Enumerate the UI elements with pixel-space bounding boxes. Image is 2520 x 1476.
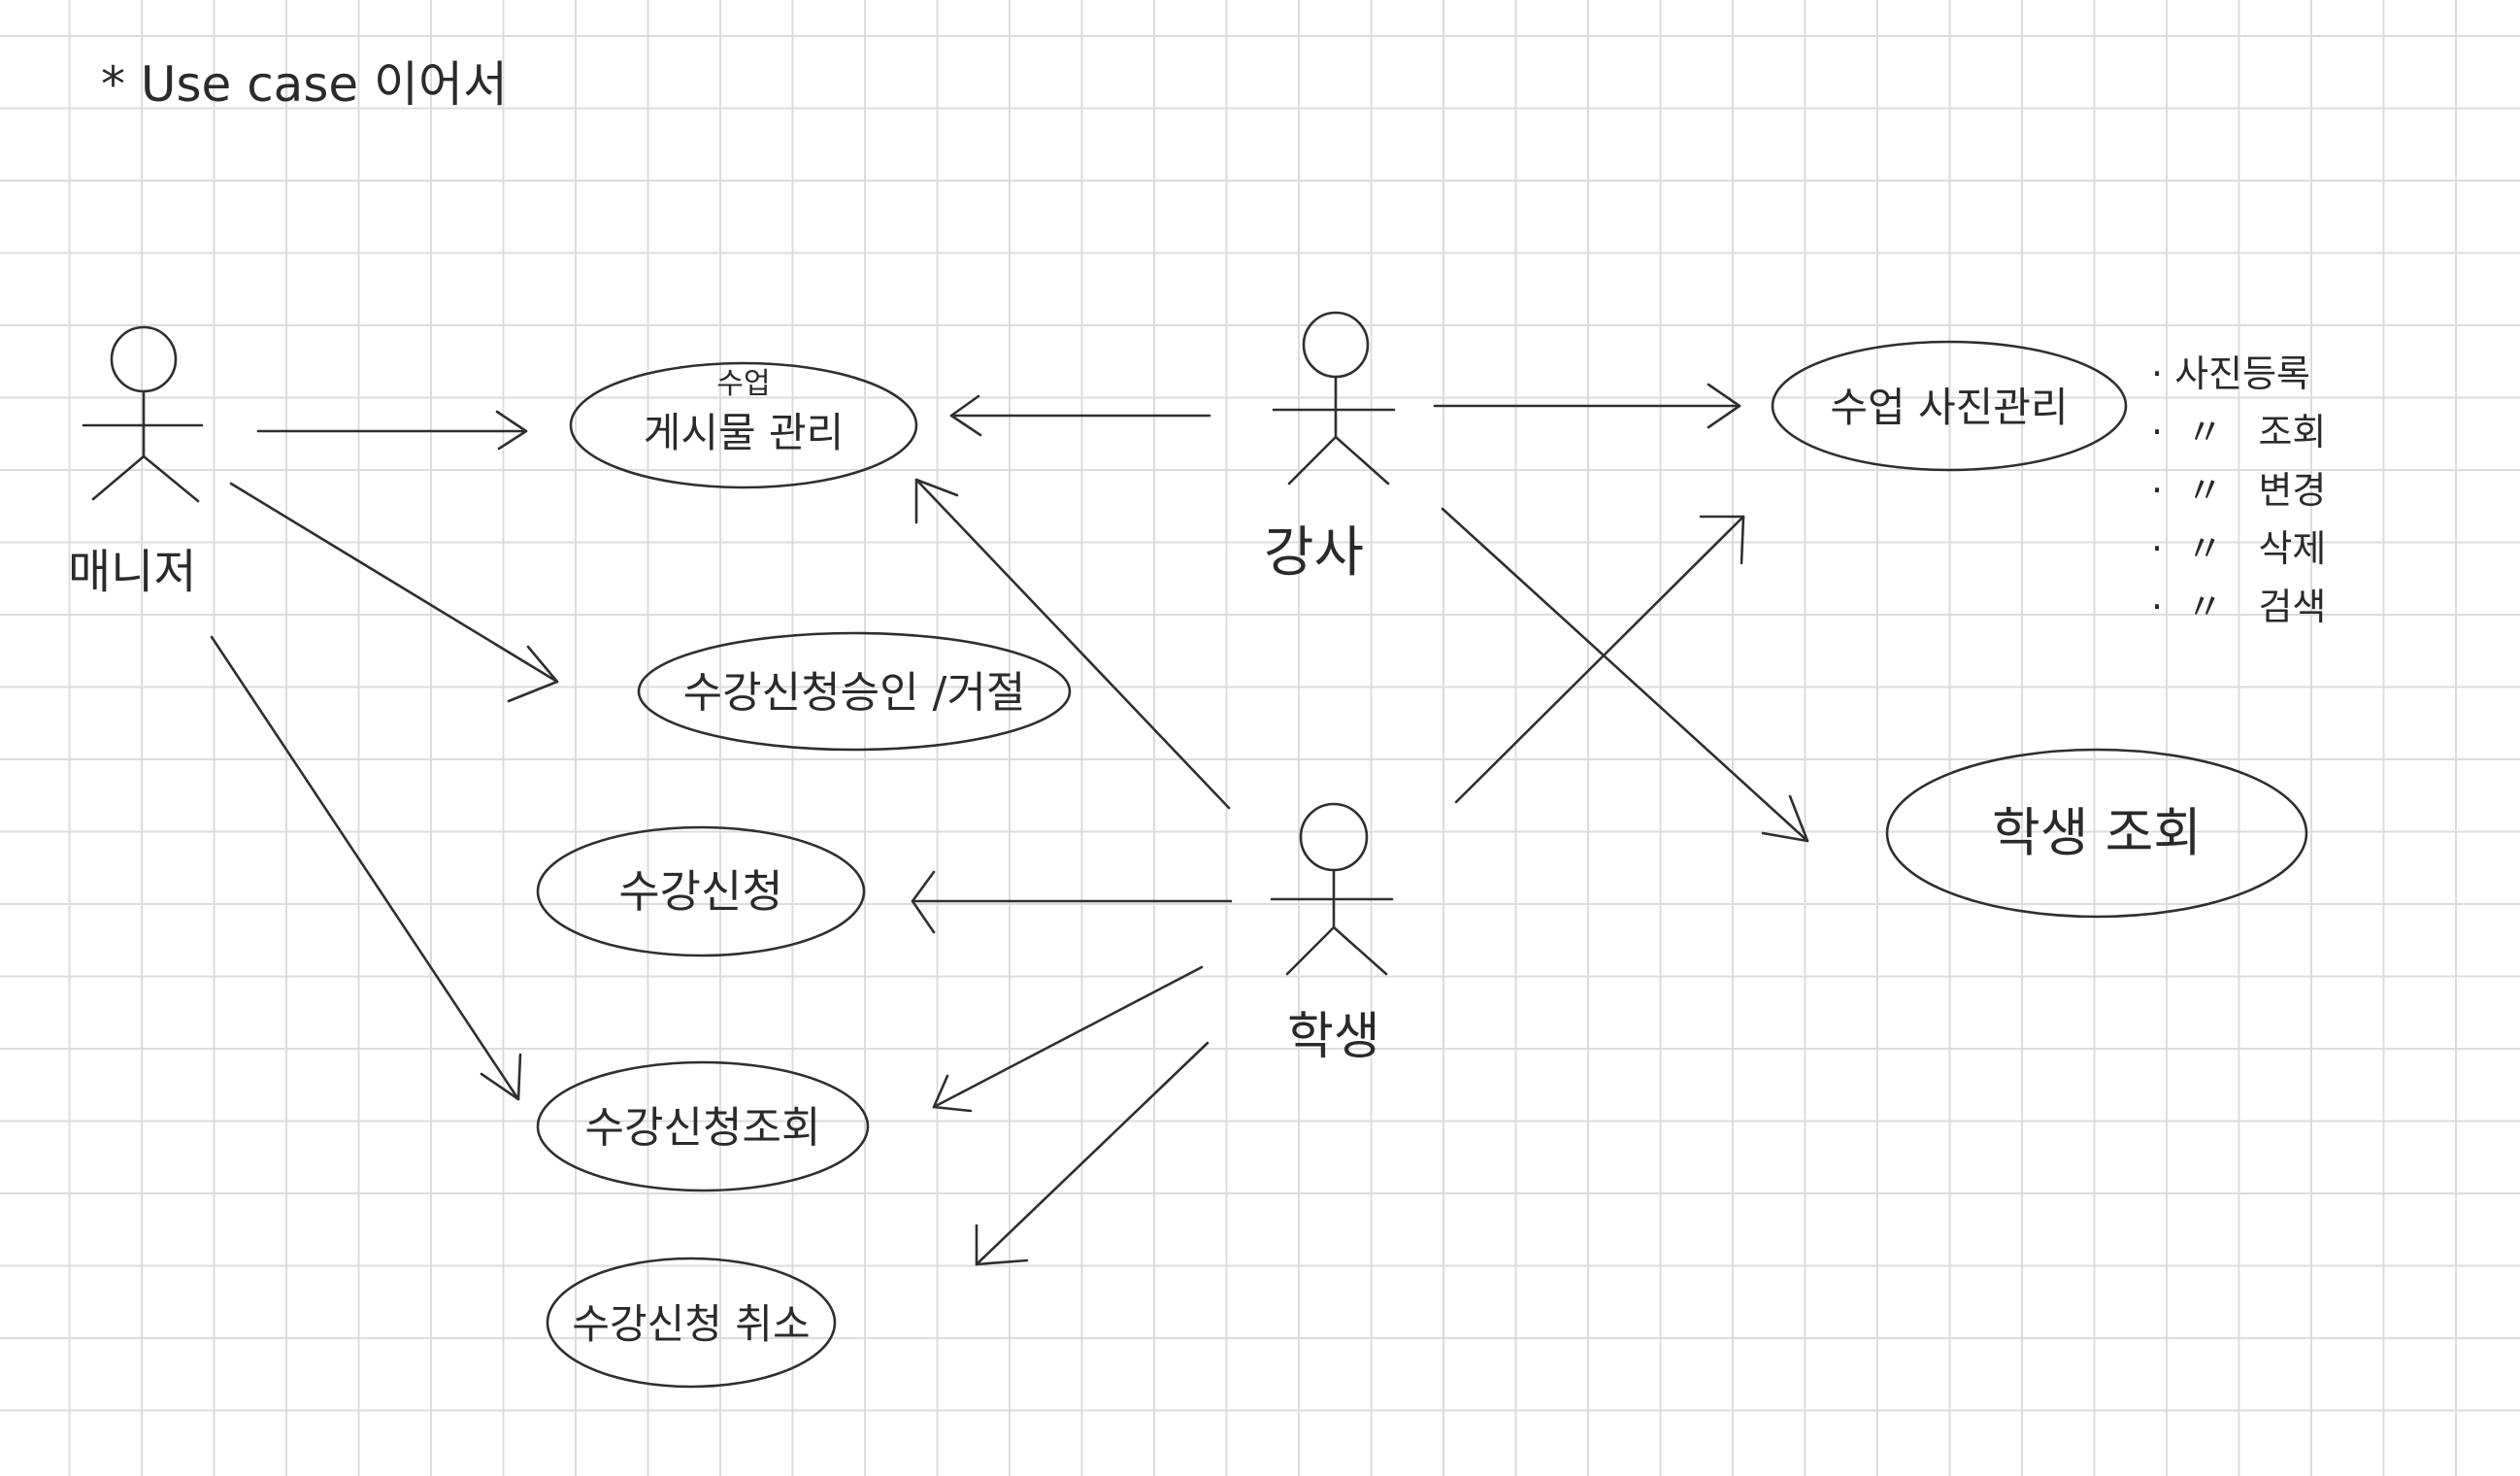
arrow-manager-to-approve-reject bbox=[229, 482, 559, 703]
stick-figure-icon bbox=[1270, 802, 1394, 976]
photo-feature-search: · 〃 검색 bbox=[2151, 586, 2326, 628]
use-case-approve-reject-label: 수강신청승인 /거절 bbox=[683, 668, 1026, 718]
use-case-enroll-cancel-label: 수강신청 취소 bbox=[572, 1300, 810, 1348]
use-case-enroll-label: 수강신청 bbox=[618, 865, 782, 918]
use-case-enroll-view-label: 수강신청조회 bbox=[585, 1103, 821, 1153]
arrow-student-to-enroll-view bbox=[932, 965, 1204, 1113]
photo-feature-edit: · 〃 변경 bbox=[2151, 469, 2326, 512]
actor-instructor-label: 강사 bbox=[1264, 521, 1364, 585]
page-title: * Use case 이어서 bbox=[101, 56, 508, 113]
actor-student-label: 학생 bbox=[1287, 1008, 1380, 1066]
arrow-student-to-enroll-cancel bbox=[975, 1041, 1210, 1266]
arrow-instructor-to-class-photo bbox=[1433, 383, 1741, 429]
photo-feature-list: · 사진등록 · 〃 조회 · 〃 변경 · 〃 삭제 · 〃 검색 bbox=[2151, 352, 2326, 628]
arrow-student-to-post-management bbox=[914, 478, 1231, 810]
use-case-class-photo-label: 수업 사진관리 bbox=[1830, 384, 2068, 431]
photo-feature-delete: · 〃 삭제 bbox=[2151, 527, 2326, 570]
use-case-enroll-view: 수강신청조회 bbox=[536, 1060, 870, 1192]
use-case-student-view: 학생 조회 bbox=[1885, 748, 2308, 919]
use-case-post-management-small-label: 수업 bbox=[716, 367, 770, 401]
use-case-post-management: 수업 게시물 관리 bbox=[569, 361, 918, 489]
actor-student: 학생 bbox=[1270, 802, 1394, 1066]
stick-figure-icon bbox=[1272, 311, 1396, 486]
use-case-post-management-label: 게시물 관리 bbox=[644, 409, 845, 456]
arrow-manager-to-post-management bbox=[256, 410, 528, 451]
actor-manager: 매니저 bbox=[68, 325, 204, 599]
arrow-student-to-enroll bbox=[911, 870, 1233, 934]
use-case-enroll-cancel: 수강신청 취소 bbox=[546, 1257, 837, 1389]
arrow-student-to-class-photo bbox=[1454, 515, 1745, 804]
actor-manager-label: 매니저 bbox=[68, 545, 196, 599]
stick-figure-icon bbox=[82, 325, 204, 503]
arrow-manager-to-enroll-view bbox=[210, 635, 522, 1101]
photo-feature-view: · 〃 조회 bbox=[2151, 411, 2326, 453]
photo-feature-register: · 사진등록 bbox=[2151, 352, 2310, 395]
use-case-enroll: 수강신청 bbox=[536, 825, 866, 957]
use-case-student-view-label: 학생 조회 bbox=[1992, 802, 2202, 863]
use-case-class-photo: 수업 사진관리 bbox=[1771, 340, 2128, 472]
arrow-instructor-to-post-management bbox=[949, 394, 1211, 437]
use-case-approve-reject: 수강신청승인 /거절 bbox=[637, 631, 1072, 752]
actor-instructor: 강사 bbox=[1264, 311, 1396, 585]
arrow-instructor-to-student-view bbox=[1441, 507, 1809, 843]
